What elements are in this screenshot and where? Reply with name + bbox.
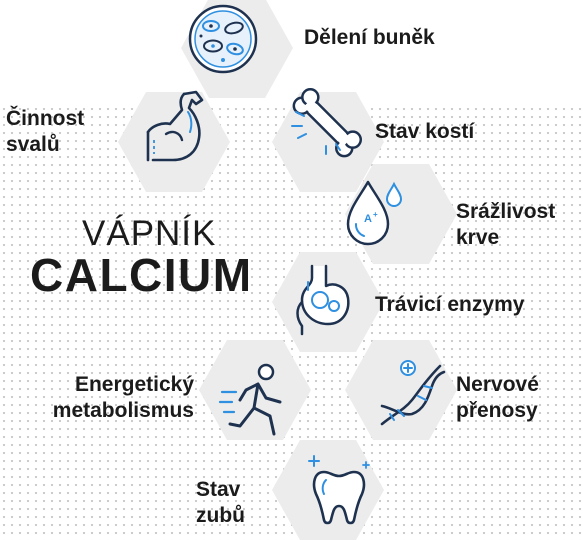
label-line: krve <box>456 226 500 249</box>
svg-text:A: A <box>364 213 372 225</box>
label-line: Stav <box>196 478 241 501</box>
label-line: přenosy <box>456 399 538 422</box>
hexagon-muscle <box>118 92 230 192</box>
label-line: Srážlivost <box>456 200 556 223</box>
label-line: Energetický <box>74 373 194 396</box>
bone-icon <box>291 88 362 158</box>
label-muscle-activity: Činnost svalů <box>6 106 84 158</box>
label-line: Stav kostí <box>375 120 475 143</box>
label-line: zubů <box>196 504 245 527</box>
label-line: Činnost <box>6 107 85 130</box>
muscle-arm-icon <box>146 90 204 162</box>
runner-icon <box>218 363 282 436</box>
label-cell-division: Dělení buněk <box>304 25 435 51</box>
title-czech: VÁPNÍK <box>82 214 217 253</box>
label-blood-clotting: Srážlivost krve <box>456 199 555 251</box>
title-main: CALCIUM <box>30 249 253 301</box>
cell-icon <box>188 4 258 74</box>
label-energy-metabolism: Energetický metabolismus <box>6 372 194 424</box>
blood-drop-icon: A + <box>346 180 403 246</box>
dna-icon <box>380 360 446 426</box>
label-nerve-transmission: Nervové přenosy <box>456 372 539 424</box>
label-bone-condition: Stav kostí <box>375 119 474 145</box>
label-digestive-enzymes: Trávicí enzymy <box>375 292 524 318</box>
label-line: metabolismus <box>52 399 194 422</box>
label-teeth-condition: Stav zubů <box>196 477 245 529</box>
stomach-icon <box>296 264 350 336</box>
label-line: Dělení buněk <box>304 26 435 49</box>
label-line: Trávicí enzymy <box>375 293 525 316</box>
tooth-icon <box>308 455 370 525</box>
label-line: svalů <box>6 133 60 156</box>
svg-text:+: + <box>373 210 378 219</box>
label-line: Nervové <box>456 373 539 396</box>
